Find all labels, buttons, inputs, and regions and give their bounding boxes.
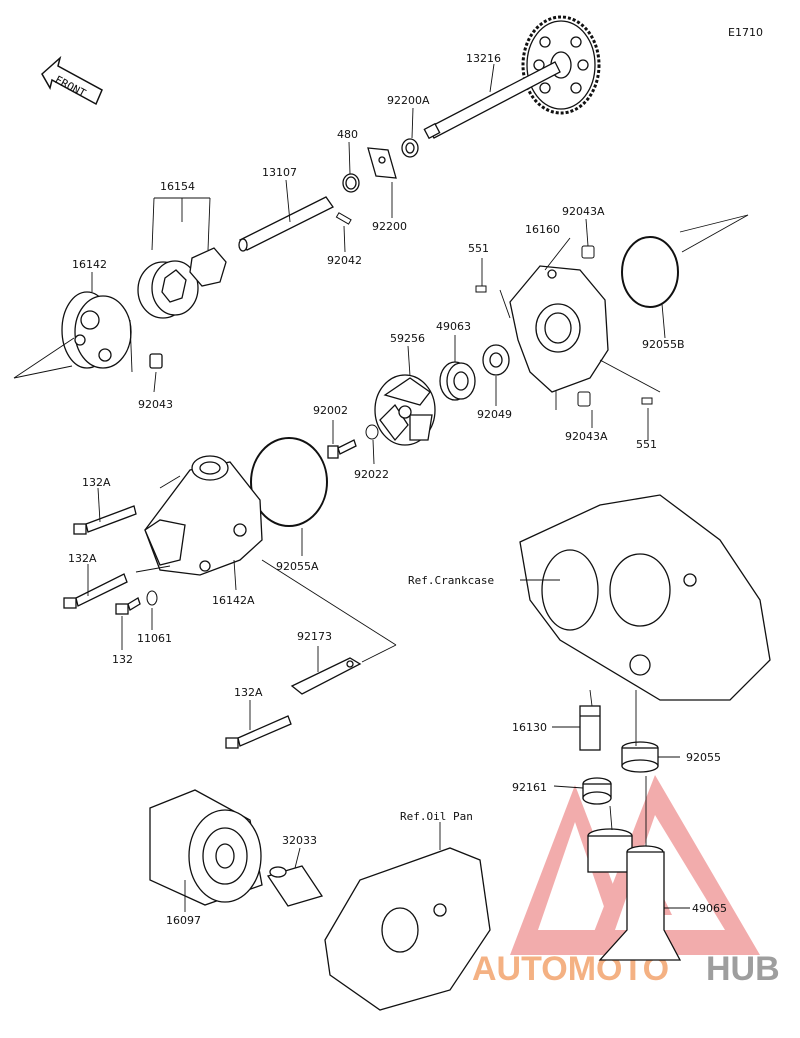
label-92173: 92173 — [297, 630, 332, 643]
label-92043A-bot: 92043A — [565, 430, 608, 443]
gear-13216 — [521, 15, 601, 115]
housing-16142 — [61, 291, 132, 369]
label-132A-2: 132A — [68, 552, 97, 565]
label-92043: 92043 — [138, 398, 173, 411]
ring-92161 — [582, 777, 612, 805]
label-132A-3: 132A — [234, 686, 263, 699]
label-132: 132 — [112, 653, 133, 666]
cover-16160 — [509, 265, 609, 393]
oring-92055B — [621, 236, 679, 308]
leader-lines — [13, 63, 749, 912]
label-16142A: 16142A — [212, 594, 255, 607]
dowel-92043A-bot — [577, 391, 591, 407]
oil-filter-16097 — [149, 789, 263, 906]
label-11061: 11061 — [137, 632, 172, 645]
label-16142: 16142 — [72, 258, 107, 271]
label-92022: 92022 — [354, 468, 389, 481]
washer-92200A — [401, 138, 419, 158]
dowel-92043 — [149, 353, 163, 369]
label-16097: 16097 — [166, 914, 201, 927]
washer-92022 — [365, 424, 379, 440]
plate-92200 — [367, 147, 397, 179]
label-551-bot: 551 — [636, 438, 657, 451]
pipe-32033 — [266, 865, 324, 907]
seal-49063 — [439, 361, 476, 401]
label-16130: 16130 — [512, 721, 547, 734]
label-13216: 13216 — [466, 52, 501, 65]
label-49063: 49063 — [436, 320, 471, 333]
label-92200A: 92200A — [387, 94, 430, 107]
label-132A-1: 132A — [82, 476, 111, 489]
bolt-132A-1 — [73, 505, 137, 535]
strainer-49065 — [587, 828, 682, 961]
label-13107: 13107 — [262, 166, 297, 179]
label-32033: 32033 — [282, 834, 317, 847]
plug-16130 — [579, 705, 601, 751]
label-92055: 92055 — [686, 751, 721, 764]
bolt-132A-3 — [225, 715, 292, 749]
label-92049: 92049 — [477, 408, 512, 421]
label-92055A: 92055A — [276, 560, 319, 573]
label-92043A-top: 92043A — [562, 205, 605, 218]
label-59256: 59256 — [390, 332, 425, 345]
washer-11061 — [146, 590, 158, 606]
pin-551-bot — [641, 397, 653, 405]
label-551-top: 551 — [468, 242, 489, 255]
bolt-132 — [115, 597, 141, 615]
ref-oil-pan-label: Ref.Oil Pan — [400, 810, 473, 823]
label-16160: 16160 — [525, 223, 560, 236]
ref-crankcase-label: Ref.Crankcase — [408, 574, 494, 587]
shaft-13216 — [423, 61, 561, 140]
label-16154: 16154 — [160, 180, 195, 193]
bolt-92002 — [327, 439, 357, 459]
label-92055B: 92055B — [642, 338, 685, 351]
label-92002: 92002 — [313, 404, 348, 417]
crankcase-ref — [519, 494, 771, 701]
impeller-59256 — [374, 374, 436, 446]
bracket-92173 — [290, 657, 362, 695]
diagram-code: E1710 — [728, 26, 763, 39]
watermark-text-hub: HUB — [706, 950, 780, 988]
seal-92049 — [482, 344, 510, 376]
label-92200: 92200 — [372, 220, 407, 233]
pin-92042 — [335, 212, 352, 225]
bolt-132A-2 — [63, 573, 128, 609]
label-49065: 49065 — [692, 902, 727, 915]
front-arrow-icon — [41, 55, 103, 106]
rotor-16154 — [137, 247, 227, 319]
oil-pan-ref — [324, 847, 491, 1011]
label-480: 480 — [337, 128, 358, 141]
circlip-480 — [342, 173, 360, 193]
seal-92055 — [621, 741, 659, 773]
pump-body-16142A — [144, 455, 263, 576]
dowel-92043A-top — [581, 245, 595, 259]
label-92161: 92161 — [512, 781, 547, 794]
oring-92055A — [250, 437, 328, 527]
label-92042: 92042 — [327, 254, 362, 267]
shaft-13107 — [238, 196, 334, 252]
pin-551-top — [475, 285, 487, 293]
